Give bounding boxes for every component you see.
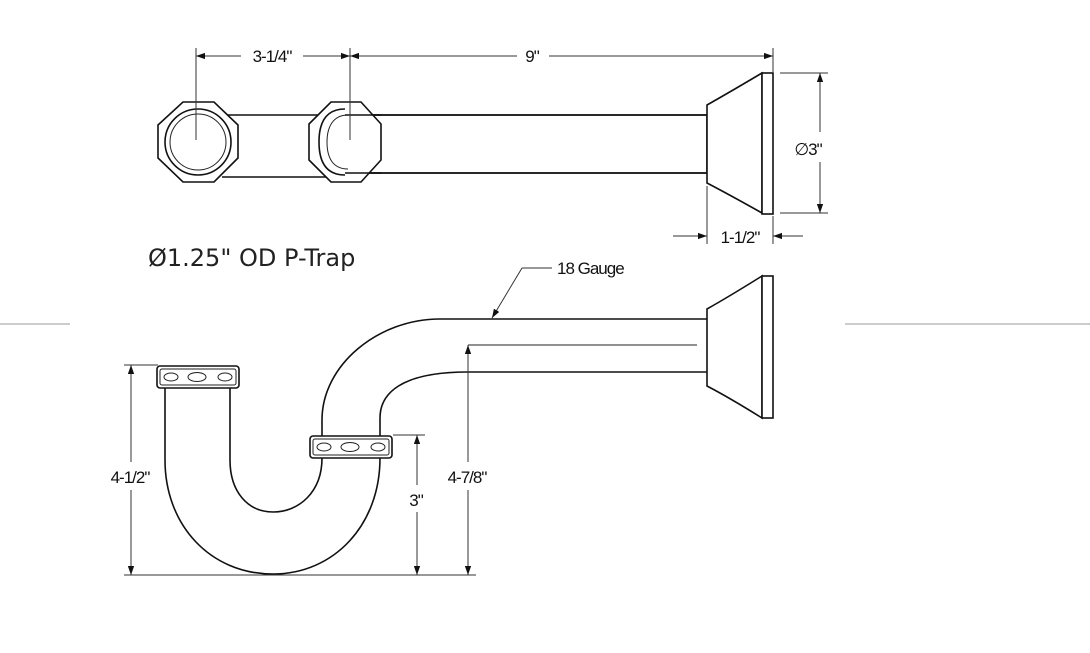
top-view-flange — [706, 71, 774, 215]
dimension-length: 9" — [350, 47, 774, 72]
top-view-nut-left — [157, 101, 239, 183]
drawing-title: Ø1.25" OD P-Trap — [148, 244, 355, 272]
side-view-inlet-nut — [156, 365, 240, 389]
dimension-center-spacing: 3-1/4" — [195, 47, 351, 140]
side-view: 18 Gauge 4-1/2" 3" 4-7/8" — [111, 259, 774, 576]
dim-outlet-height-label: 4-7/8" — [448, 468, 488, 487]
side-view-flange — [706, 274, 774, 420]
dimension-outlet-height: 4-7/8" — [448, 345, 488, 575]
dimension-flange-depth: 1-1/2" — [673, 186, 803, 247]
dimension-inlet-height: 4-1/2" — [111, 364, 158, 575]
dim-flange-diameter-label: ∅3" — [794, 140, 822, 159]
top-view: 3-1/4" 9" ∅3" 1-1/2" — [157, 47, 828, 247]
dim-flange-depth-label: 1-1/2" — [721, 228, 761, 247]
dim-length-label: 9" — [525, 47, 539, 66]
side-view-lower-nut — [309, 435, 393, 459]
side-view-outlet-arm — [321, 318, 707, 436]
dim-inlet-height-label: 4-1/2" — [111, 468, 151, 487]
dimension-nut-height: 3" — [393, 434, 425, 575]
dim-nut-height-label: 3" — [409, 491, 423, 510]
side-view-u-trap — [164, 386, 381, 575]
dim-center-spacing-label: 3-1/4" — [253, 47, 293, 66]
gauge-label: 18 Gauge — [557, 259, 624, 278]
dimension-flange-diameter: ∅3" — [780, 72, 828, 214]
gauge-callout: 18 Gauge — [491, 259, 625, 319]
top-view-main-tube — [344, 114, 708, 174]
top-view-nut-right — [308, 101, 382, 183]
